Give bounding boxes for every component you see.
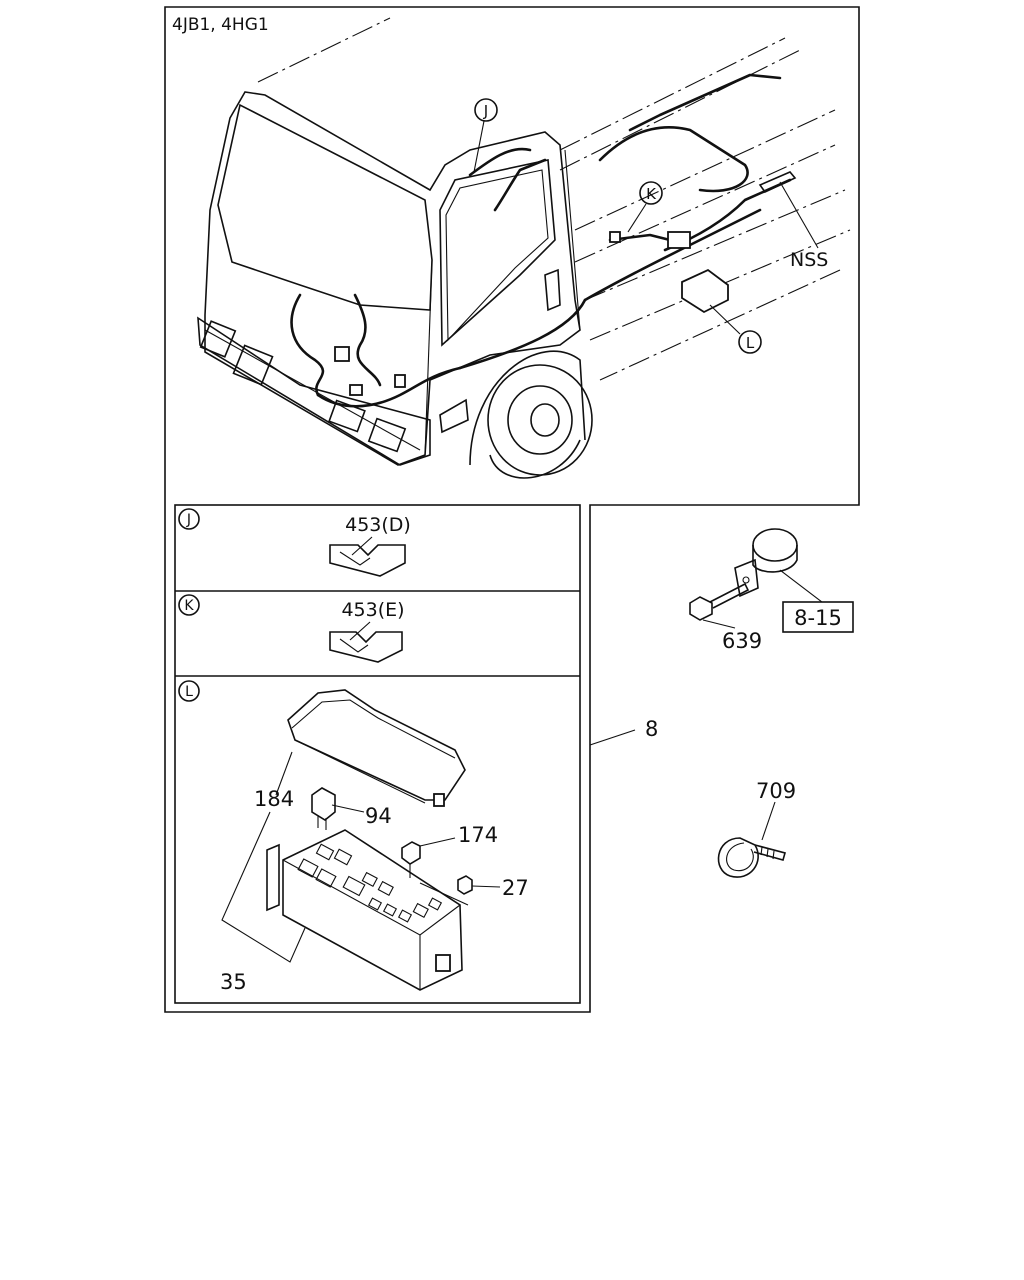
main-frame — [164, 6, 860, 1013]
callout-l: L — [709, 304, 762, 354]
relay-part-label: 94 — [365, 804, 392, 828]
diagram-title: 4JB1, 4HG1 — [172, 15, 269, 35]
cover-part-label: 184 — [254, 787, 294, 811]
detail-frame — [174, 504, 581, 1004]
detail-l: L — [178, 680, 529, 994]
fuse-small-part-label: 27 — [502, 876, 529, 900]
harness-part-label: 8 — [645, 717, 658, 741]
detail-j-key: J — [186, 512, 191, 528]
callout-j: J — [473, 98, 498, 173]
detail-l-key: L — [185, 684, 193, 700]
callout-l-label: L — [746, 334, 755, 352]
detail-k-key: K — [184, 598, 194, 614]
nss-label: NSS — [790, 249, 828, 271]
band-clip: 709 — [717, 779, 796, 878]
harness-leader — [589, 729, 636, 746]
callout-k: K — [627, 181, 663, 233]
detail-k: K 453(E) — [178, 594, 405, 663]
detail-k-label: 453(E) — [341, 599, 404, 621]
bracket-part-label: 35 — [220, 970, 247, 994]
clip-ref-label: 8-15 — [794, 606, 842, 630]
clip-ref-box — [782, 601, 854, 633]
clip-assembly: 8-15 639 — [689, 528, 854, 653]
detail-j-label: 453(D) — [345, 514, 411, 536]
band-part-label: 709 — [756, 779, 796, 803]
fuse-large-part-label: 174 — [458, 823, 498, 847]
nss-leader — [779, 181, 819, 249]
callout-k-label: K — [646, 185, 657, 203]
detail-j: J 453(D) — [178, 508, 411, 577]
callout-j-label: J — [483, 102, 488, 120]
bolt-part-label: 639 — [722, 629, 762, 653]
truck-illustration — [197, 17, 851, 479]
